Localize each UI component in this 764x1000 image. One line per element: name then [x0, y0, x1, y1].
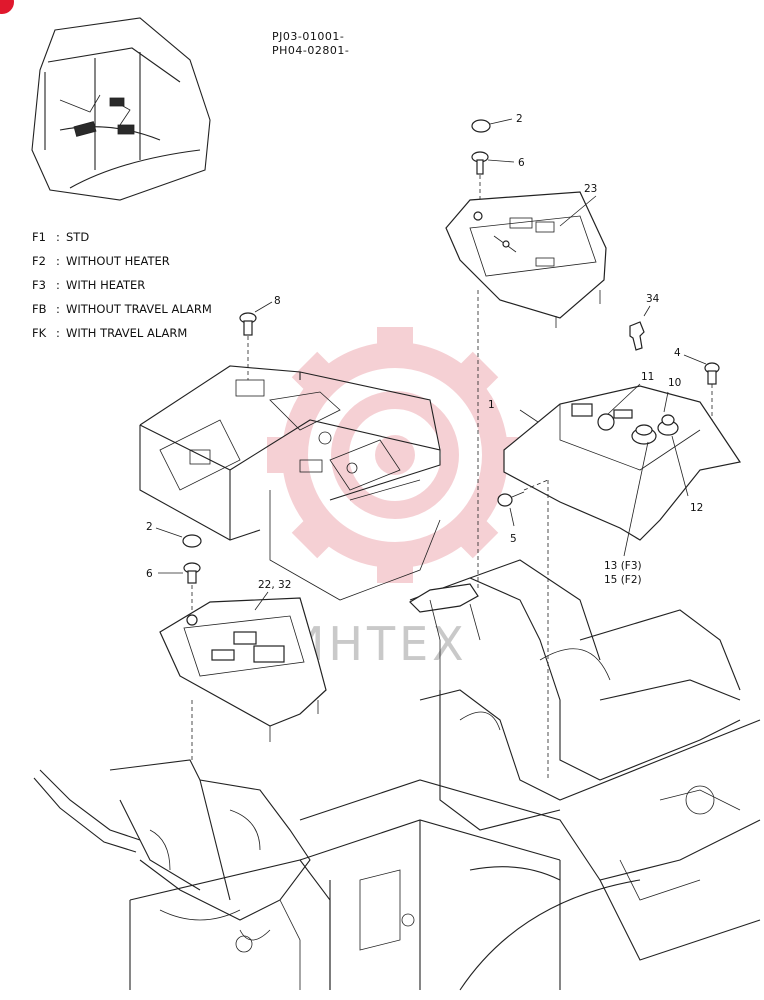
callout-23: 23 — [584, 183, 597, 195]
legend-code: FK — [32, 326, 47, 340]
screw-5 — [497, 491, 525, 527]
callout-11: 11 — [641, 371, 654, 383]
callout-2-top: 2 — [516, 113, 523, 125]
legend-code: FB — [32, 302, 47, 316]
excavator-thumbnail — [31, 17, 211, 201]
callout-15: 15 (F2) — [604, 574, 642, 586]
screw-6-left — [158, 562, 201, 584]
legend-sep: : — [56, 326, 60, 340]
serial-number-2: PH04-02801- — [272, 44, 350, 57]
legend-text: WITHOUT HEATER — [66, 254, 170, 268]
callout-6-top: 6 — [518, 157, 525, 169]
callout-13: 13 (F3) — [604, 560, 642, 572]
legend-text: WITHOUT TRAVEL ALARM — [66, 302, 212, 316]
callout-12: 12 — [690, 502, 703, 514]
side-panel-22-32 — [159, 591, 327, 742]
legend-text: WITH HEATER — [66, 278, 146, 292]
legend-text: WITH TRAVEL ALARM — [66, 326, 188, 340]
legend-sep: : — [56, 278, 60, 292]
legend-code: F2 — [32, 254, 46, 268]
legend-sep: : — [56, 254, 60, 268]
machine-frame — [299, 559, 761, 991]
cap-2-top — [471, 118, 513, 133]
cap-2-left — [155, 527, 202, 548]
legend-code: F3 — [32, 278, 46, 292]
callout-6-left: 6 — [146, 568, 153, 580]
callout-34: 34 — [646, 293, 660, 305]
legend-row-f3: F3: WITH HEATER — [32, 278, 212, 302]
meter-panel-23 — [445, 191, 607, 328]
callout-8: 8 — [274, 295, 281, 307]
screw-8 — [239, 301, 273, 336]
legend-row-f1: F1: STD — [32, 230, 212, 254]
callout-10: 10 — [668, 377, 681, 389]
legend-text: STD — [66, 230, 90, 244]
watermark-gear — [267, 327, 523, 583]
legend-sep: : — [56, 230, 60, 244]
screw-4 — [683, 354, 720, 385]
electrical-box — [139, 365, 441, 601]
mounting-bracket — [409, 583, 481, 690]
legend-code: F1 — [32, 230, 46, 244]
control-lever-stand — [33, 759, 331, 990]
callout-2-left: 2 — [146, 521, 153, 533]
legend-row-fk: FK: WITH TRAVEL ALARM — [32, 326, 212, 350]
switch-panel-1 — [503, 383, 741, 557]
variant-legend: F1:STD F2:WITHOUT HEATER F3:WITH HEATER … — [32, 230, 212, 350]
callout-5: 5 — [510, 533, 517, 545]
serial-number-1: PJ03-01001- — [272, 30, 345, 43]
legend-row-fb: FB: WITHOUT TRAVEL ALARM — [32, 302, 212, 326]
screw-6-top — [471, 151, 515, 175]
legend-row-f2: F2: WITHOUT HEATER — [32, 254, 212, 278]
key-34 — [629, 305, 651, 351]
callout-4: 4 — [674, 347, 681, 359]
legend-sep: : — [56, 302, 60, 316]
callout-22-32: 22, 32 — [258, 579, 291, 591]
callout-1: 1 — [488, 399, 495, 411]
